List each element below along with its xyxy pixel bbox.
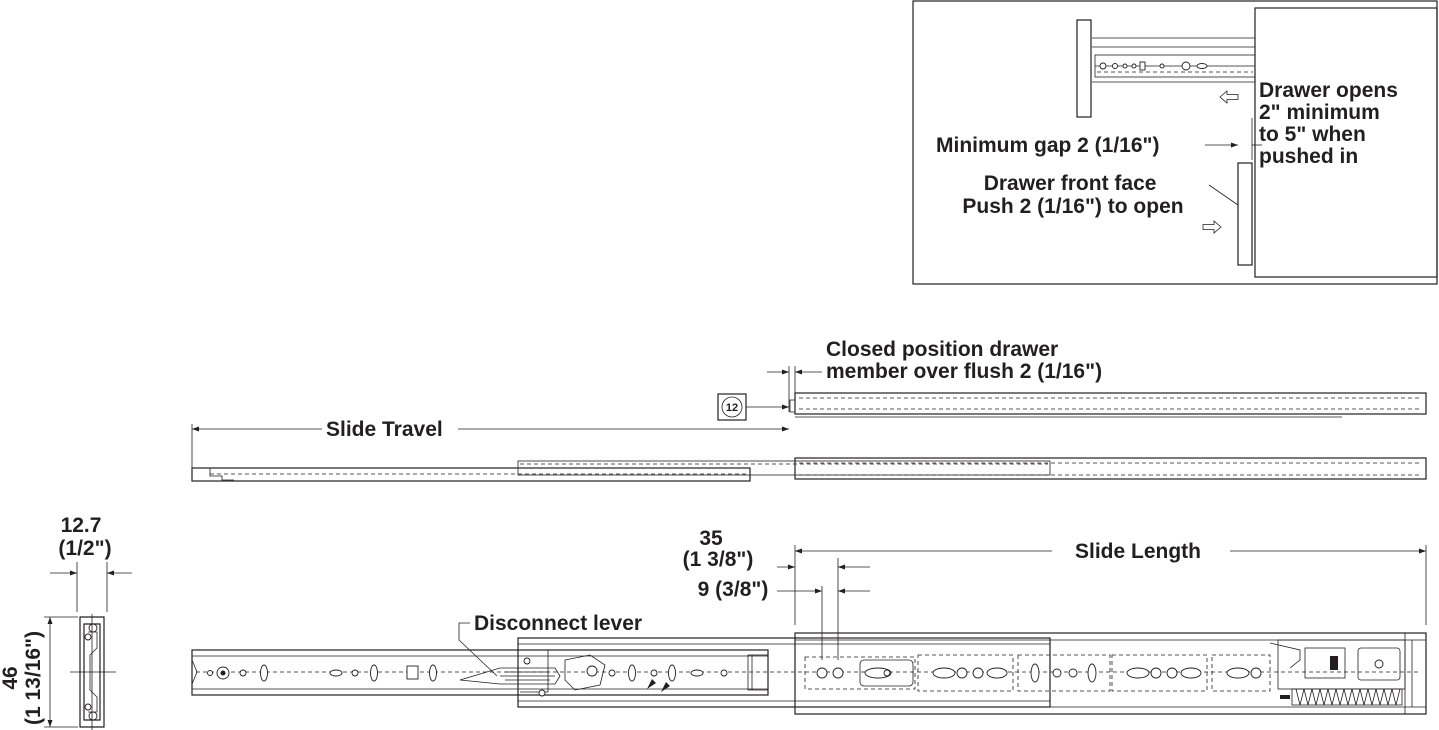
drawer-opens-line-4: pushed in (1259, 145, 1358, 168)
cabinet-panel (1076, 19, 1092, 118)
drawer-box (1254, 7, 1438, 278)
min-gap-label: Minimum gap 2 (1/16") (936, 134, 1160, 157)
dim-35-inch-label: (1 3/8") (683, 548, 754, 571)
cross-section-view: 12.7 (1/2") 46 (1 13/16") (0, 514, 132, 730)
drawer-opens-line-3: to 5" when (1259, 123, 1366, 146)
front-face-line-2: Push 2 (1/16") to open (962, 195, 1183, 218)
drawer-opens-label: Drawer opens 2" minimum to 5" when pushe… (1259, 79, 1404, 168)
dim-9-label: 9 (3/8") (698, 578, 769, 601)
width-label: 12.7 (61, 514, 102, 537)
cabinet-hole-groups (804, 654, 1271, 692)
closed-position-line-2: member over flush 2 (1/16") (826, 360, 1102, 383)
height-inch-label: (1 13/16") (22, 631, 45, 725)
inset-panel: Drawer opens 2" minimum to 5" when pushe… (912, 0, 1438, 285)
drawer-front-face (1237, 162, 1253, 266)
drawer-opens-line-1: Drawer opens (1259, 79, 1398, 102)
disconnect-lever-label: Disconnect lever (474, 612, 642, 635)
dimensions: 35 (1 3/8") 9 (3/8") Slide Length (683, 527, 1427, 660)
front-face-leader (1208, 184, 1239, 206)
closed-position-view: Closed position drawer member over flush… (717, 338, 1427, 421)
rear-push-latch (1269, 639, 1413, 707)
height-label: 46 (0, 666, 22, 689)
closed-position-label: Closed position drawer member over flush… (826, 338, 1102, 383)
dim-35-label: 35 (699, 527, 723, 550)
width-inch-label: (1/2") (58, 537, 111, 560)
min-gap-leader (1205, 118, 1262, 160)
extended-view: Slide Travel (191, 418, 1427, 482)
inset-slide (1092, 37, 1256, 83)
side-view: Disconnect lever (191, 612, 1427, 715)
arrow-left-icon (1219, 90, 1239, 104)
arrow-right-icon (1202, 220, 1222, 234)
callout-number: 12 (726, 402, 738, 414)
callout-number-badge: 12 (717, 393, 789, 421)
drawer-opens-line-2: 2" minimum (1259, 101, 1380, 124)
front-face-line-1: Drawer front face (984, 172, 1157, 195)
front-face-label: Drawer front face Push 2 (1/16") to open (962, 172, 1183, 218)
closed-position-line-1: Closed position drawer (826, 338, 1058, 361)
slide-length-label: Slide Length (1075, 540, 1201, 563)
slide-travel-label: Slide Travel (326, 418, 443, 441)
disconnect-lever (459, 649, 606, 697)
